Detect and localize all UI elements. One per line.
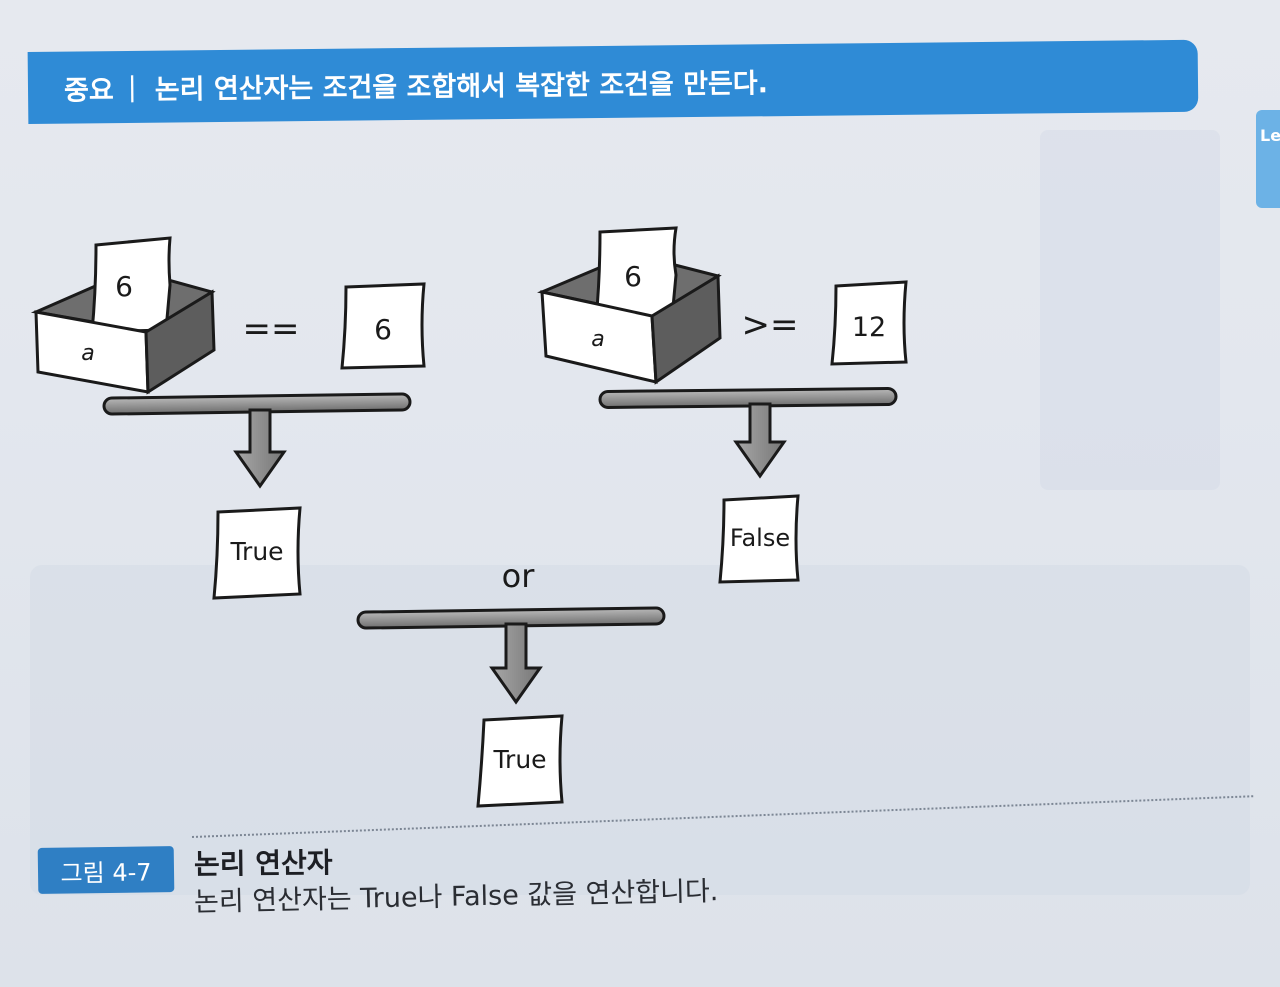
left-down-arrow xyxy=(233,408,287,489)
left-box-card: 6 xyxy=(90,236,172,334)
right-operator: >= xyxy=(742,305,799,345)
left-operand-card: 6 xyxy=(340,282,426,370)
side-tab-text: Le xyxy=(1260,126,1280,145)
left-variable-box: 6 a xyxy=(30,236,216,395)
final-result-card: True xyxy=(476,714,564,808)
right-operand-value: 12 xyxy=(852,312,886,343)
right-box-card: 6 xyxy=(594,226,678,322)
right-result-value: False xyxy=(730,524,790,552)
left-result-card: True xyxy=(212,506,302,600)
figure-number: 그림 4-7 xyxy=(60,857,152,888)
left-box-label: a xyxy=(81,341,94,366)
right-result-card: False xyxy=(718,494,800,584)
right-variable-box: 6 a xyxy=(537,226,722,385)
right-box-label: a xyxy=(591,327,604,352)
right-box-card-value: 6 xyxy=(624,260,642,293)
bleed-through-area xyxy=(1040,130,1220,490)
bottom-down-arrow xyxy=(489,622,543,705)
left-operand-value: 6 xyxy=(374,313,392,346)
right-operand-card: 12 xyxy=(830,280,908,366)
final-result-value: True xyxy=(492,745,546,774)
left-box-card-value: 6 xyxy=(115,270,133,303)
left-operator: == xyxy=(243,309,300,349)
figure-number-badge: 그림 4-7 xyxy=(37,846,175,894)
left-result-value: True xyxy=(229,537,283,566)
right-down-arrow xyxy=(733,402,787,479)
chapter-side-tab: Le xyxy=(1256,110,1280,208)
right-bar xyxy=(598,387,898,409)
combine-operator: or xyxy=(502,557,536,595)
figure-title: 논리 연산자 xyxy=(193,846,333,881)
